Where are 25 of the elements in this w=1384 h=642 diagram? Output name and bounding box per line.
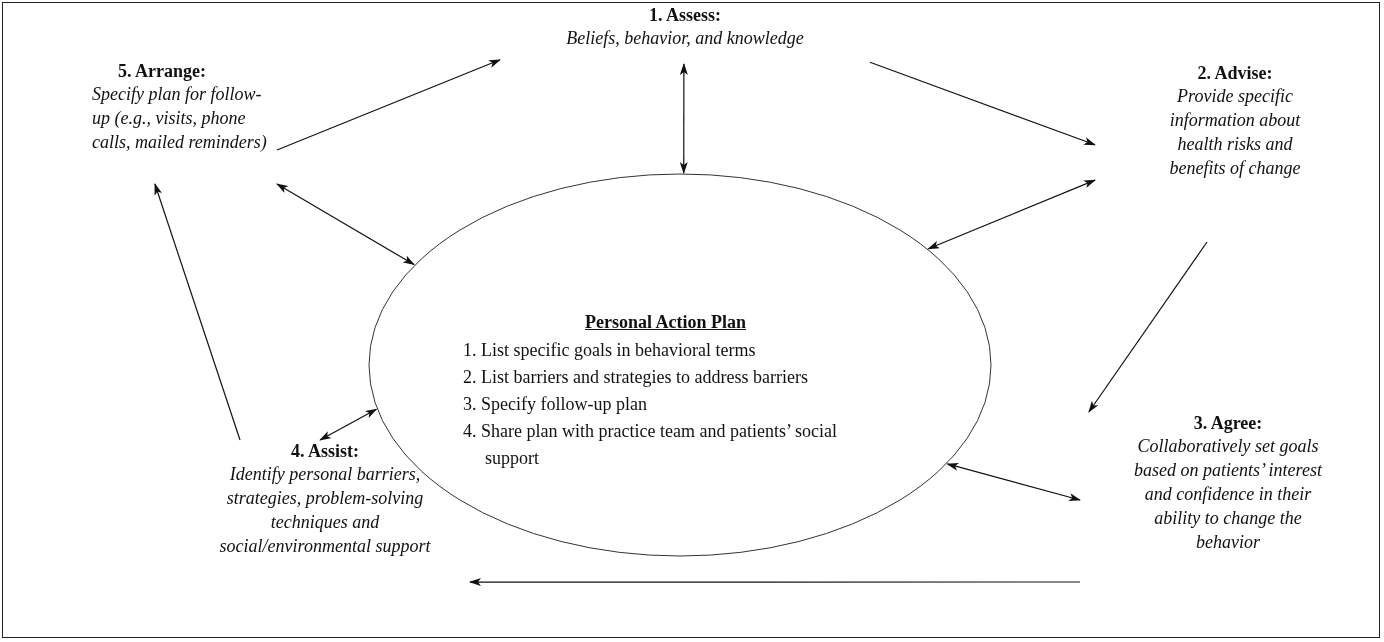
step-heading: 1. Assess: (648, 4, 722, 26)
arrow (1088, 241, 1208, 413)
arrow (469, 578, 1081, 587)
step-description: Specify plan for follow-up (e.g., visits, phone calls, mailed reminders) (92, 83, 268, 154)
arrow (319, 408, 378, 441)
plan-step: 4. Share plan with practice team and patients’ social support (463, 418, 868, 472)
arrow (869, 61, 1096, 146)
step-heading: 5. Arrange: (117, 60, 207, 82)
plan-step: 3. Specify follow-up plan (463, 391, 868, 418)
plan-step: 2. List barriers and strategies to address barriers (463, 364, 868, 391)
step-description: Provide specific information about health risks and benefits of change (1168, 85, 1302, 180)
step-heading: 3. Agree: (1192, 412, 1264, 434)
arrow (276, 59, 501, 151)
arrow (946, 462, 1081, 501)
step-heading: 2. Advise: (1196, 62, 1274, 84)
arrow (154, 183, 241, 441)
arrow (276, 183, 415, 266)
step-description: Identify personal barriers, strategies, problem-solving techniques and social/environmental support (218, 463, 432, 558)
plan-step: 1. List specific goals in behavioral terms (463, 337, 868, 364)
step-description: Beliefs, behavior, and knowledge (565, 27, 805, 50)
arrow (679, 63, 688, 174)
plan-title: Personal Action Plan (584, 311, 747, 334)
step-description: Collaboratively set goals based on patients’ interest and confidence in their ability to change the behavior (1133, 435, 1324, 554)
arrow (927, 179, 1096, 250)
step-heading: 4. Assist: (290, 440, 360, 462)
